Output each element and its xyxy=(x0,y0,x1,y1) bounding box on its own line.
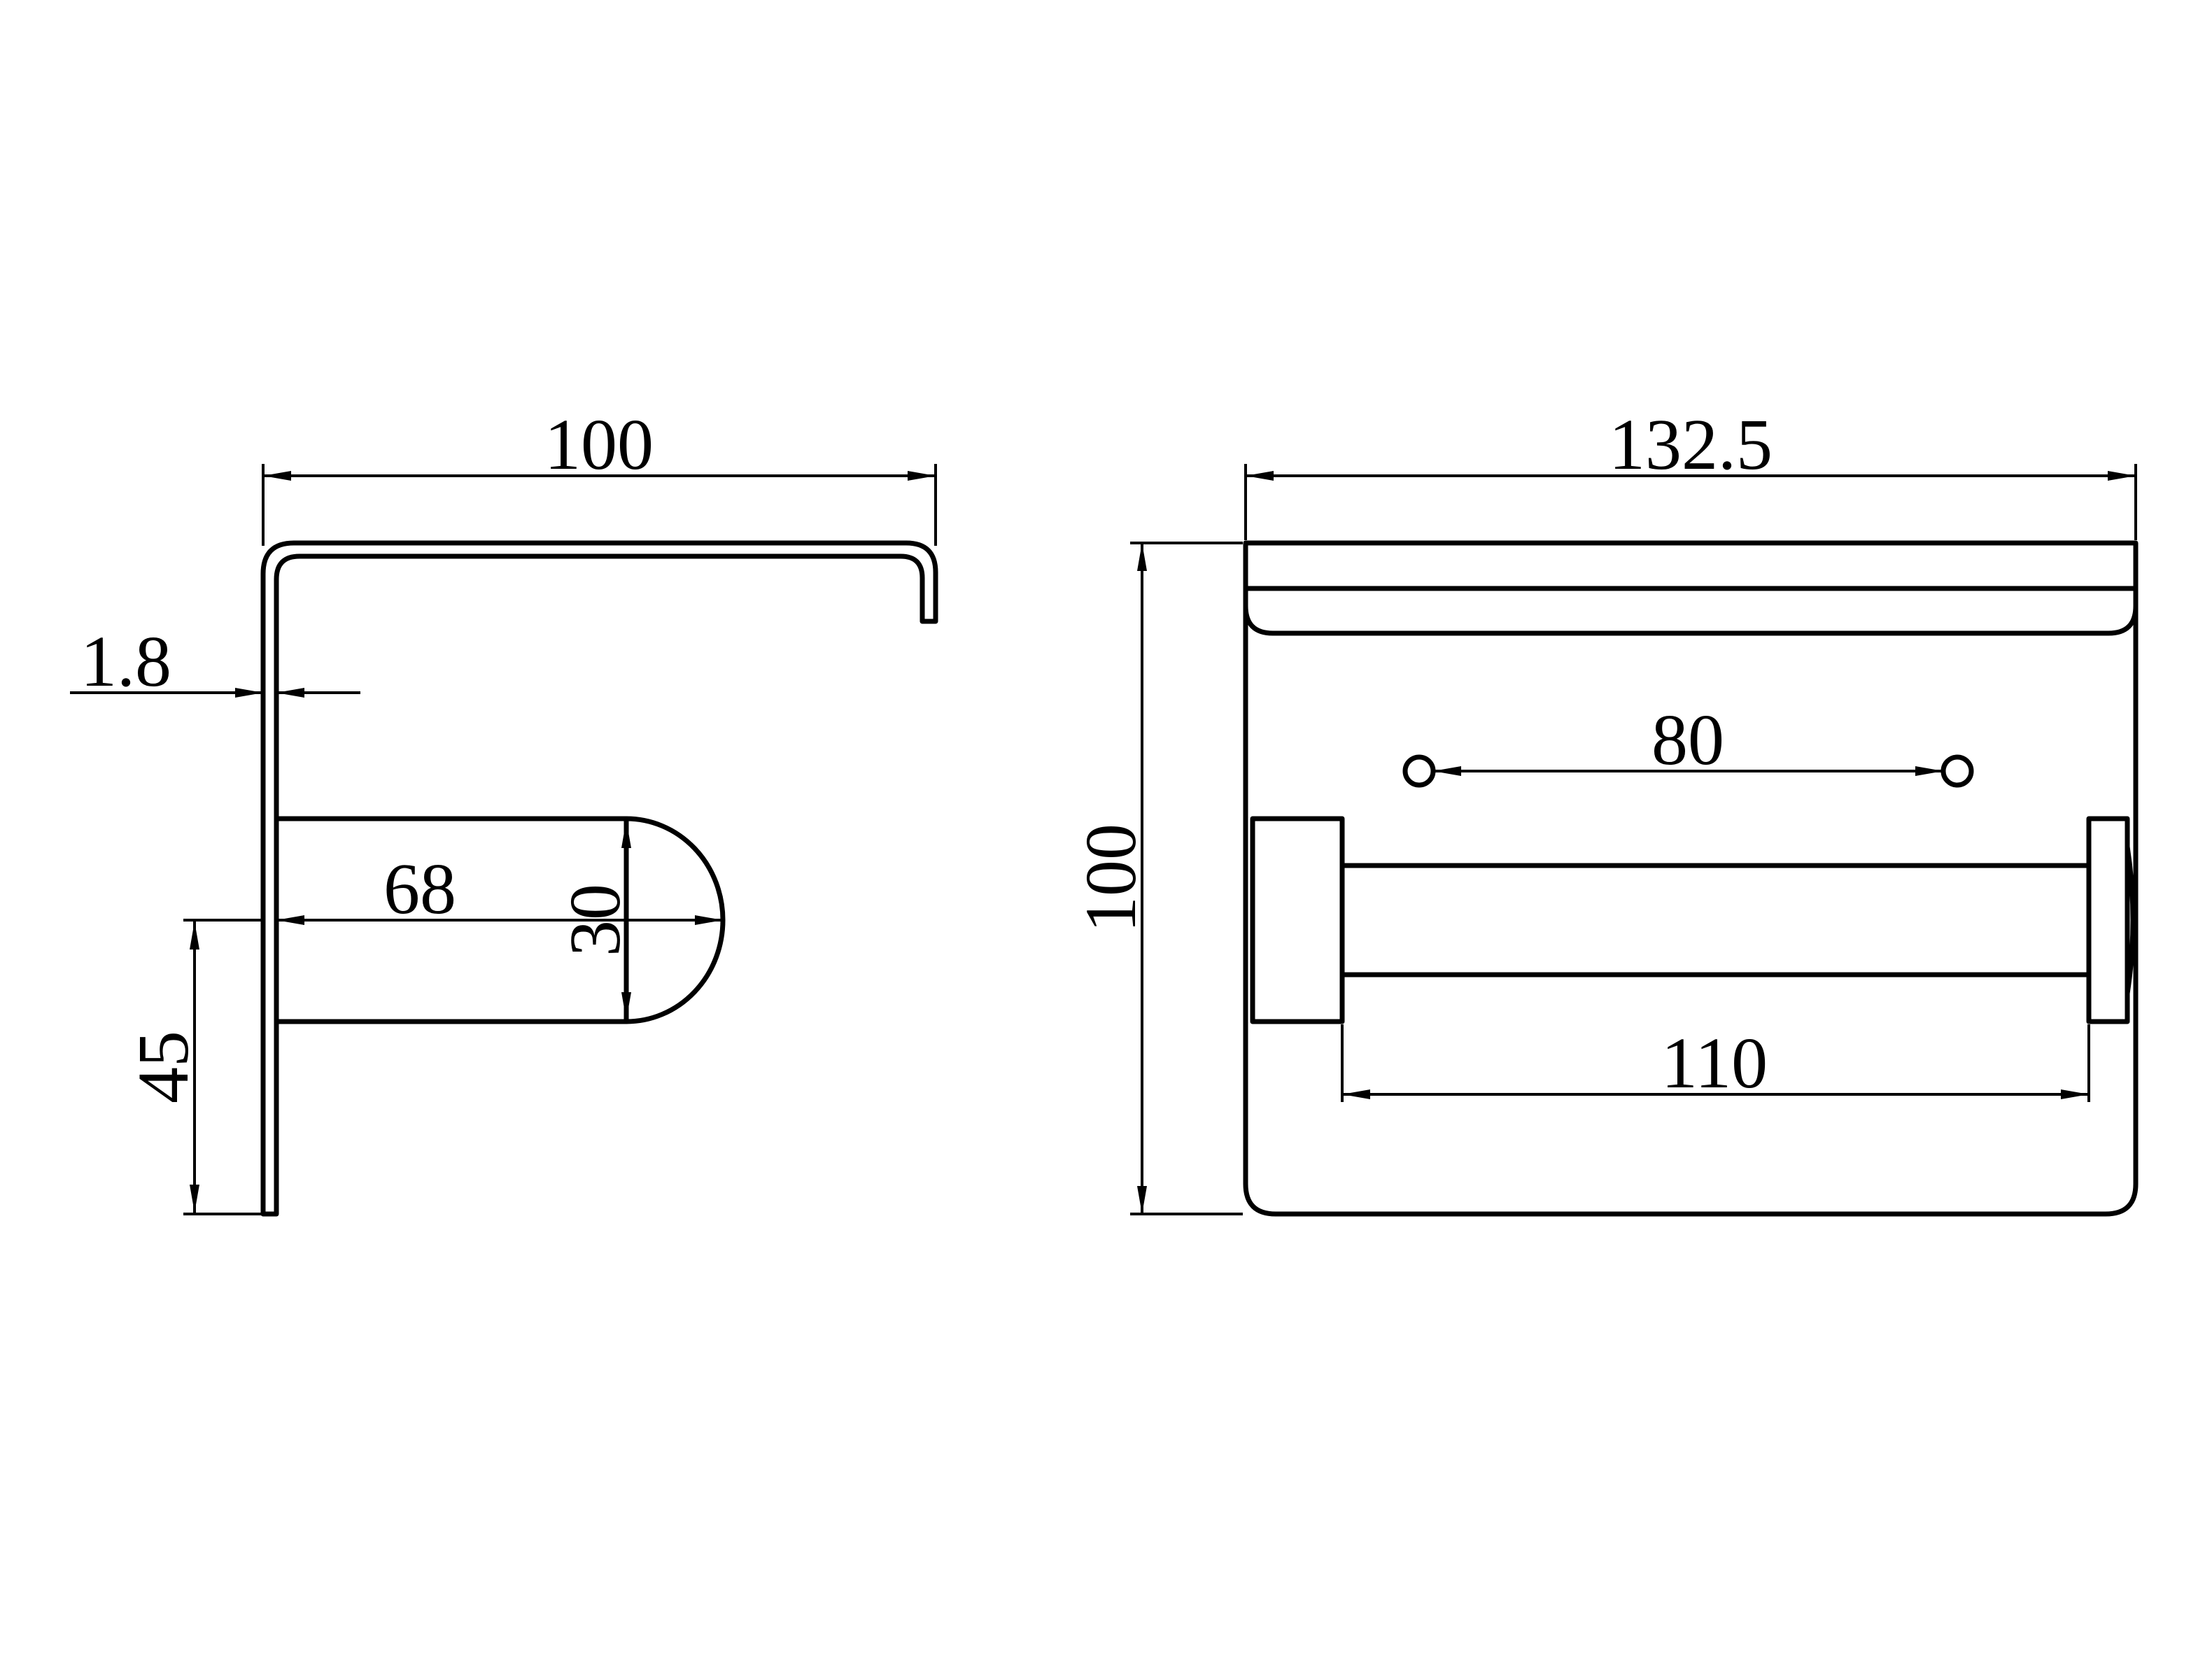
side-dim-depth-label: 68 xyxy=(383,849,456,929)
side-dim-width-label: 100 xyxy=(544,404,654,485)
side-view: 100 1.8 68 30 45 xyxy=(70,404,938,1217)
front-roll-end-left xyxy=(1250,816,1345,1024)
front-shelf-bottom xyxy=(1243,603,2139,636)
front-dim-roll-length-label: 110 xyxy=(1661,1023,1768,1103)
front-plate-outline xyxy=(1243,540,2139,1217)
front-dim-hole-spacing-label: 80 xyxy=(1651,700,1724,780)
front-roll-end-right xyxy=(2086,816,2130,1024)
side-dim-diameter-label: 30 xyxy=(555,884,635,957)
side-bracket-outline xyxy=(260,540,938,1217)
side-dim-height-label: 45 xyxy=(123,1031,204,1103)
side-dim-thickness-label: 1.8 xyxy=(80,621,171,702)
front-dim-width-label: 132.5 xyxy=(1609,404,1773,485)
front-view: 132.5 100 80 110 xyxy=(1071,404,2139,1217)
mounting-hole-left xyxy=(1402,754,1436,788)
front-dim-height-label: 100 xyxy=(1071,824,1151,933)
mounting-hole-right xyxy=(1940,754,1974,788)
